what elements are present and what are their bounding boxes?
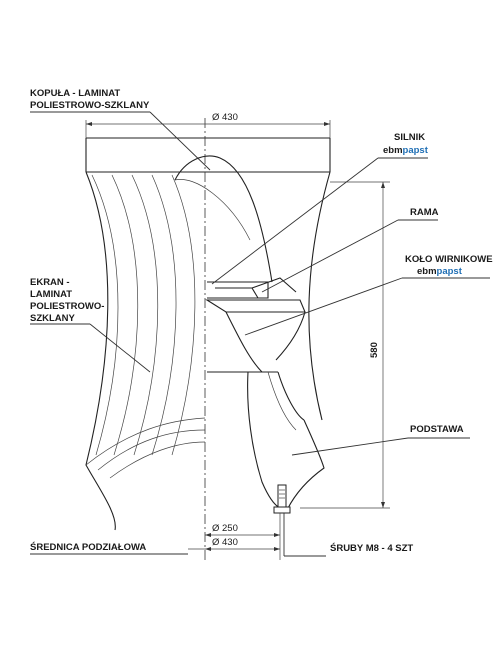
dimension-top-diameter-label: Ø 430 <box>212 112 238 123</box>
motor-assembly <box>205 277 306 373</box>
leader-lines <box>30 111 490 557</box>
dimension-height-label: 580 <box>369 342 380 358</box>
label-base: PODSTAWA <box>410 424 464 435</box>
label-screen-line4: SZKLANY <box>30 313 76 324</box>
base <box>247 371 325 511</box>
label-dome-line2: POLIESTROWO-SZKLANY <box>30 100 150 111</box>
dimension-inner-diameter <box>205 513 281 560</box>
brand-suffix: papst <box>403 145 429 156</box>
housing-outline <box>85 137 331 531</box>
label-screen-line2: LAMINAT <box>30 289 72 300</box>
dimension-pitch-diameter <box>188 547 280 551</box>
label-screen-line1: EKRAN - <box>30 277 70 288</box>
label-pitch-diameter: ŚREDNICA PODZIAŁOWA <box>30 541 146 553</box>
label-dome-line1: KOPUŁA - LAMINAT <box>30 88 120 99</box>
label-impeller: KOŁO WIRNIKOWE <box>405 254 493 265</box>
dome <box>174 155 273 283</box>
screen-slats <box>85 174 206 479</box>
dimension-pitch-diameter-label: Ø 430 <box>212 537 238 548</box>
label-motor: SILNIK <box>394 132 425 143</box>
label-bolts: ŚRUBY M8 - 4 SZT <box>330 542 413 554</box>
brand-motor: ebmpapst <box>383 145 429 156</box>
brand-suffix: papst <box>437 266 463 277</box>
brand-prefix: ebm <box>417 266 437 277</box>
label-screen-line3: POLIESTROWO- <box>30 301 104 312</box>
bolt-icon <box>273 484 291 514</box>
dimension-height <box>300 181 390 509</box>
dimension-top-diameter <box>85 120 331 138</box>
brand-prefix: ebm <box>383 145 403 156</box>
brand-impeller: ebmpapst <box>417 266 463 277</box>
label-frame: RAMA <box>410 207 439 218</box>
dimension-inner-diameter-label: Ø 250 <box>212 523 238 534</box>
